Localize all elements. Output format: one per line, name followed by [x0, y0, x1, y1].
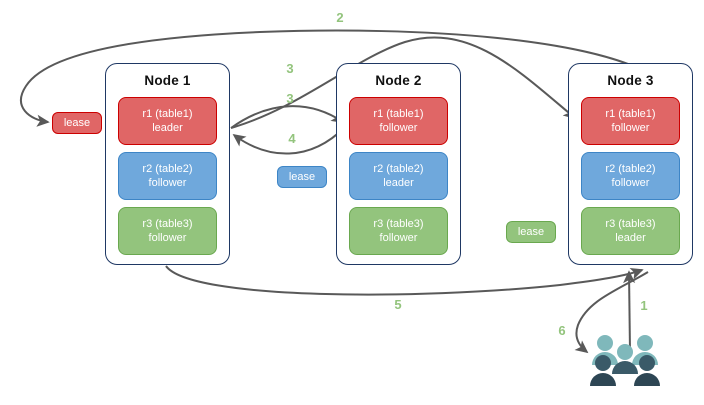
node-1-replica-r2-name: r2 (table2): [142, 163, 193, 175]
node-1-replica-r1-role: leader: [152, 122, 183, 134]
arrow-6-node3-to-client: [574, 271, 649, 354]
node-3-replica-r2[interactable]: r2 (table2) follower: [581, 152, 680, 200]
arrow-3-node1-to-node2: [230, 105, 345, 129]
step-label-5: 5: [394, 297, 402, 312]
node-3-replica-r3-role: leader: [615, 232, 646, 244]
node-2-replica-r1-role: follower: [379, 122, 418, 134]
node-1-replica-r1-name: r1 (table1): [142, 108, 193, 120]
node-2-replica-r1[interactable]: r1 (table1) follower: [349, 97, 448, 145]
node-2-replica-r2-name: r2 (table2): [373, 163, 424, 175]
node-1-replica-r3[interactable]: r3 (table3) follower: [118, 207, 217, 255]
node-2-replica-r3-name: r3 (table3): [373, 218, 424, 230]
step-label-1: 1: [640, 298, 648, 313]
arrow-1-client-to-node3: [623, 270, 636, 353]
node-1-replica-r1[interactable]: r1 (table1) leader: [118, 97, 217, 145]
node-3-replica-r2-role: follower: [611, 177, 650, 189]
node-2-container[interactable]: Node 2 r1 (table1) follower r2 (table2) …: [336, 63, 461, 265]
step-label-6: 6: [558, 323, 566, 338]
node-1-replica-r3-name: r3 (table3): [142, 218, 193, 230]
lease-badge-table3[interactable]: lease: [506, 221, 556, 243]
node-1-replica-r2-role: follower: [148, 177, 187, 189]
node-3-replica-r1[interactable]: r1 (table1) follower: [581, 97, 680, 145]
users-icon: [590, 335, 660, 386]
step-label-3-lower: 3: [286, 91, 294, 106]
node-3-replica-r3-name: r3 (table3): [605, 218, 656, 230]
node-3-title: Node 3: [607, 73, 654, 88]
step-label-3-upper: 3: [286, 61, 294, 76]
node-2-replica-r3[interactable]: r3 (table3) follower: [349, 207, 448, 255]
node-3-replica-r1-role: follower: [611, 122, 650, 134]
node-3-replica-r1-name: r1 (table1): [605, 108, 656, 120]
node-2-replica-r1-name: r1 (table1): [373, 108, 424, 120]
node-2-replica-r2-role: leader: [383, 177, 414, 189]
node-3-replica-r2-name: r2 (table2): [605, 163, 656, 175]
arrow-4-node2-to-node1: [232, 126, 346, 155]
arrow-5-node1-to-node3: [165, 265, 644, 296]
node-1-title: Node 1: [144, 73, 191, 88]
node-1-replica-r2[interactable]: r2 (table2) follower: [118, 152, 217, 200]
arrow-2-node3-to-lease1: [20, 29, 661, 127]
node-3-replica-r3[interactable]: r3 (table3) leader: [581, 207, 680, 255]
node-2-replica-r2[interactable]: r2 (table2) leader: [349, 152, 448, 200]
arrow-3-node1-to-node3: [230, 36, 577, 129]
lease-badge-table1[interactable]: lease: [52, 112, 102, 134]
node-1-container[interactable]: Node 1 r1 (table1) leader r2 (table2) fo…: [105, 63, 230, 265]
step-label-4: 4: [288, 131, 296, 146]
node-1-replica-r3-role: follower: [148, 232, 187, 244]
node-2-replica-r3-role: follower: [379, 232, 418, 244]
node-2-title: Node 2: [375, 73, 422, 88]
step-label-2: 2: [336, 10, 344, 25]
node-3-container[interactable]: Node 3 r1 (table1) follower r2 (table2) …: [568, 63, 693, 265]
lease-badge-table2[interactable]: lease: [277, 166, 327, 188]
